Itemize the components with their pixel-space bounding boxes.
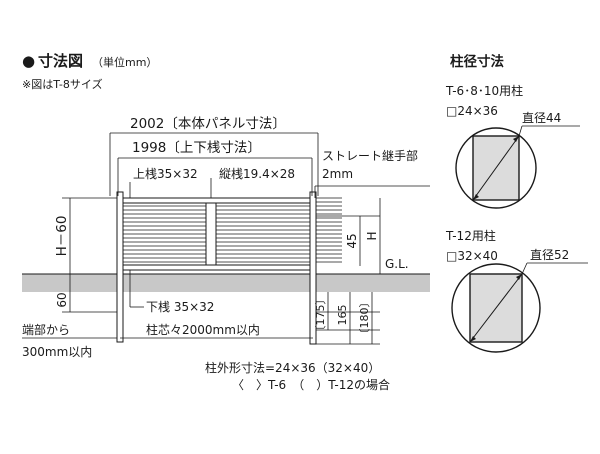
continuation-slats: [316, 197, 342, 263]
bottom-rail-label: 下桟 35×32: [146, 300, 214, 314]
ground-level-label: G.L.: [385, 257, 409, 271]
dim-165-label: 165: [336, 305, 349, 326]
unit-label: （単位mm）: [92, 55, 157, 69]
top-rail: [122, 197, 311, 204]
panel-width-label: 2002〔本体パネル寸法〕: [130, 116, 286, 132]
post-pitch-label: 柱芯々2000mm以内: [146, 322, 260, 337]
post2-size: □32×40: [446, 249, 498, 263]
diagram-title: 寸法図: [38, 52, 83, 70]
post1-cross-section: [455, 127, 537, 209]
middle-vertical-bar: [205, 197, 217, 267]
top-rail-label: 上桟35×32: [133, 167, 198, 181]
bottom-rail: [122, 264, 311, 271]
dim-175-label: 〔175〕: [314, 294, 327, 337]
straight-joint-value: 2mm: [322, 167, 353, 181]
post1-diameter: 直径44: [522, 111, 561, 125]
straight-joint-label: ストレート継手部: [322, 148, 418, 163]
post-diameter-title: 柱径寸法: [450, 53, 504, 70]
height-right-label: H: [365, 231, 379, 240]
post2-cross-section: [451, 263, 541, 353]
post-outer-size-note: 柱外形寸法=24×36（32×40）: [205, 360, 380, 375]
dim-180-label: 〔180〕: [358, 297, 371, 340]
end-offset-line2: 300mm以内: [22, 345, 92, 359]
end-offset-line1: 端部から: [22, 322, 70, 337]
ground-strip: [22, 274, 430, 292]
size-note: ※図はT-8サイズ: [22, 77, 103, 91]
post2-diameter: 直径52: [530, 248, 569, 262]
post1-label: T-6･8･10用柱: [445, 83, 523, 98]
rail-width-label: 1998〔上下桟寸法〕: [132, 140, 261, 156]
size-variant-note: 〈 〉T-6 （ ）T-12の場合: [232, 377, 390, 392]
post1-size: □24×36: [446, 104, 498, 118]
post2-label: T-12用柱: [445, 228, 496, 243]
height-left-label: H－60: [54, 216, 70, 257]
depth-60-label: 60: [55, 292, 69, 307]
dim-45-label: 45: [345, 233, 359, 248]
fence-panel: [122, 197, 342, 271]
vertical-bar-label: 縦桟19.4×28: [219, 167, 295, 181]
left-post: [116, 191, 124, 343]
title-bullet: ●: [22, 52, 35, 70]
